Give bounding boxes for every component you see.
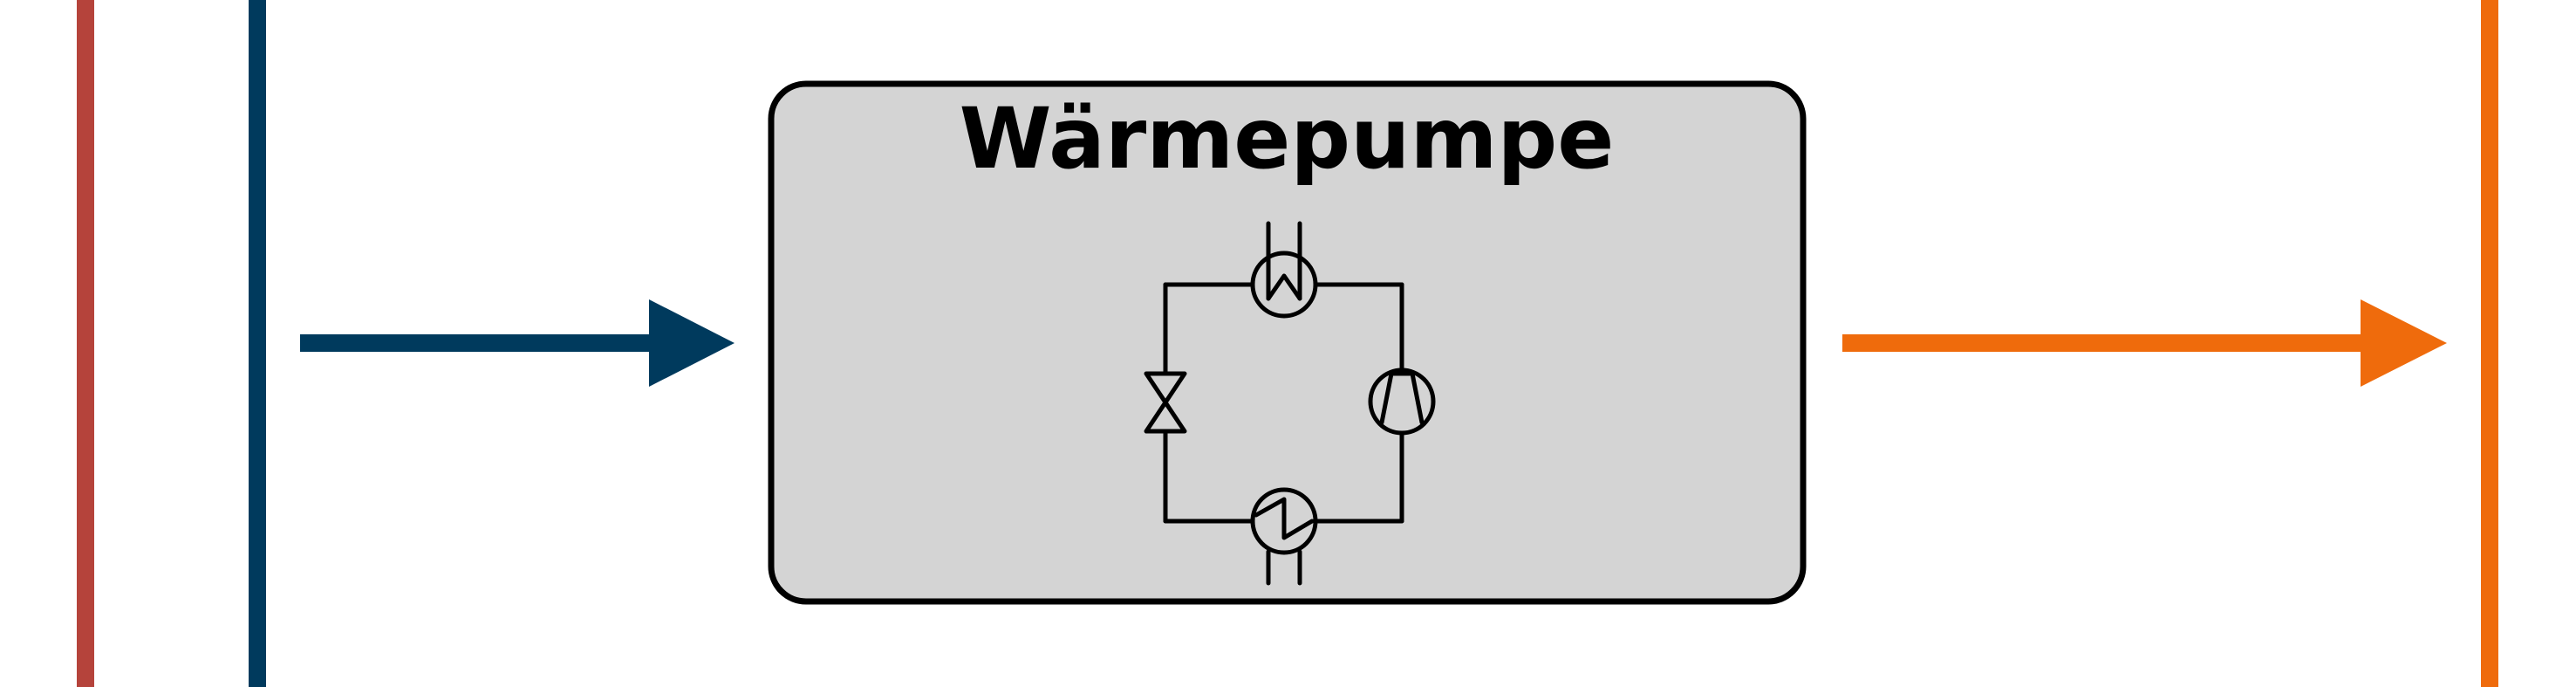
input-arrow (300, 299, 735, 387)
heat-pump-title: Wärmepumpe (960, 90, 1615, 188)
compressor-icon (1368, 368, 1436, 436)
heat-pump-box (768, 80, 1807, 605)
expansion-valve-icon (1144, 371, 1187, 434)
refrigerant-circuit (1163, 282, 1404, 524)
output-arrow (1842, 299, 2447, 387)
evaporator-icon (1250, 487, 1318, 586)
condenser-icon (1250, 221, 1318, 319)
